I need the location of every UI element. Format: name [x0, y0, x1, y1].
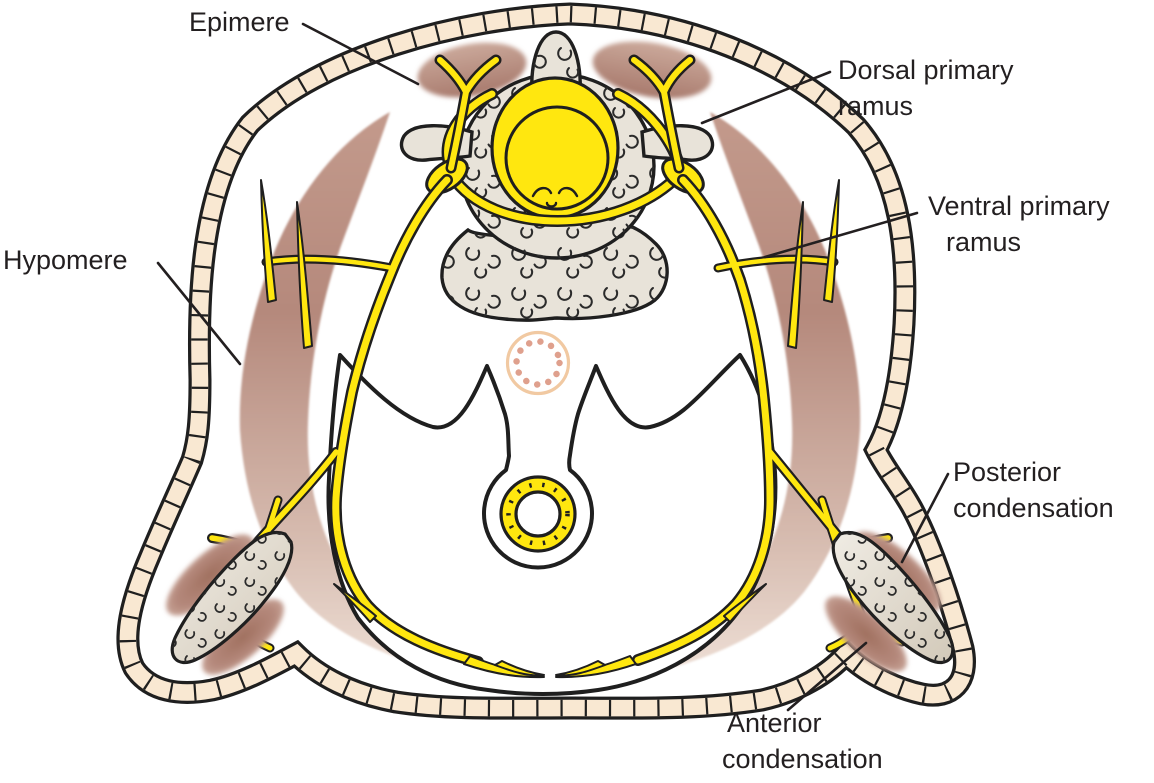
label-text: condensation — [953, 493, 1114, 523]
anterior-condensation-mass — [825, 596, 907, 672]
limb-bud-left — [166, 530, 294, 675]
nerve-tip — [555, 660, 606, 677]
label-text: Anterior — [727, 708, 822, 738]
lateral-cutaneous-spike — [296, 201, 313, 349]
label-epimere: Epimere — [189, 4, 290, 40]
leader-lines — [156, 22, 950, 712]
label-ventral-primary-ramus: Ventral primary ramus — [928, 188, 1110, 260]
dorsal-aorta — [505, 330, 571, 396]
nerve-spike — [333, 583, 377, 623]
label-posterior-condensation: Posterior condensation — [953, 454, 1114, 526]
label-text: ramus — [838, 91, 914, 121]
label-dorsal-primary-ramus: Dorsal primary ramus — [838, 52, 1014, 124]
lateral-cutaneous-spike — [823, 179, 840, 303]
lateral-cutaneous-spike — [260, 179, 277, 303]
label-text: ramus — [946, 227, 1022, 257]
leader-dorsal-primary-ramus — [700, 70, 832, 125]
label-text: Posterior — [953, 457, 1062, 487]
neural-tube — [490, 76, 620, 220]
label-hypomere: Hypomere — [3, 242, 128, 278]
nerve-tip — [494, 660, 545, 677]
label-text: Ventral primary — [928, 191, 1110, 221]
ventral-primary-ramus-right — [555, 179, 902, 679]
central-canal-detail — [531, 186, 579, 208]
lateral-cutaneous-spike — [787, 201, 804, 349]
label-text: Dorsal primary — [838, 55, 1014, 85]
posterior-condensation-mass — [166, 534, 254, 616]
anterior-condensation-mass — [202, 599, 284, 675]
coelomic-cavity-outline — [326, 353, 778, 696]
label-anterior-condensation: Anterior condensation — [722, 705, 883, 777]
leader-posterior-condensation — [900, 472, 950, 564]
label-text: condensation — [722, 744, 883, 774]
gut-tube — [499, 475, 577, 553]
leader-hypomere — [156, 261, 242, 366]
leader-ventral-primary-ramus — [763, 211, 919, 259]
limb-bud-right — [825, 530, 955, 672]
ventral-primary-ramus-left — [198, 179, 545, 679]
label-text: Epimere — [189, 7, 290, 37]
label-text: Hypomere — [3, 245, 128, 275]
nerve-spike — [723, 583, 767, 623]
leader-anterior-condensation — [786, 641, 868, 712]
leader-epimere — [301, 22, 420, 86]
